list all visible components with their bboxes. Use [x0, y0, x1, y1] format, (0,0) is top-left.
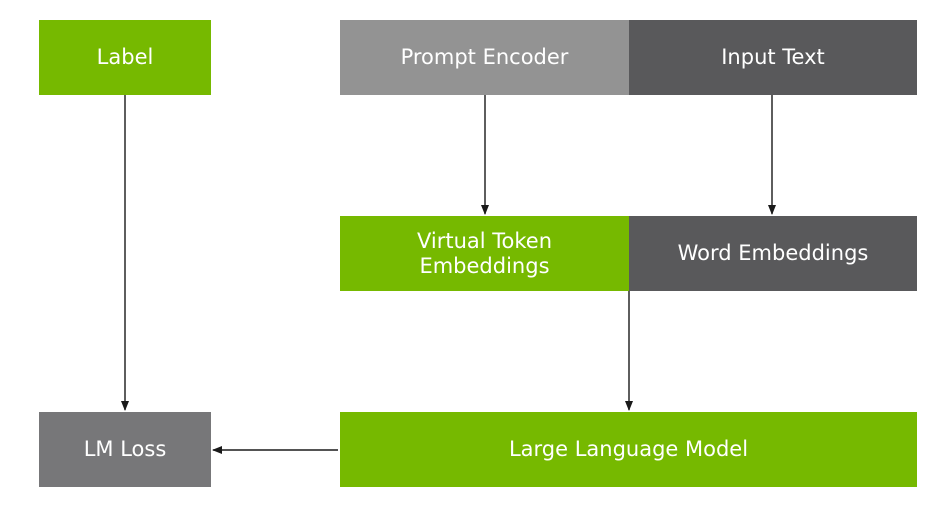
- virtual-token-line1: Virtual Token: [416, 228, 553, 253]
- input-text-node-text: Input Text: [721, 45, 825, 69]
- word-embeddings-node: Word Embeddings: [629, 216, 917, 291]
- virtual-token-embeddings-text: Virtual Token Embeddings: [417, 229, 552, 279]
- input-text-node: Input Text: [629, 20, 917, 95]
- large-language-model-node: Large Language Model: [340, 412, 917, 487]
- word-embeddings-node-text: Word Embeddings: [677, 241, 869, 265]
- lm-loss-node-text: LM Loss: [83, 437, 167, 461]
- virtual-token-embeddings-node: Virtual Token Embeddings: [340, 216, 629, 291]
- label-node-text: Label: [96, 45, 154, 69]
- prompt-encoder-node: Prompt Encoder: [340, 20, 629, 95]
- lm-loss-node: LM Loss: [39, 412, 211, 487]
- large-language-model-node-text: Large Language Model: [508, 437, 749, 461]
- label-node: Label: [39, 20, 211, 95]
- virtual-token-line2: Embeddings: [419, 253, 550, 278]
- prompt-encoder-node-text: Prompt Encoder: [400, 45, 569, 69]
